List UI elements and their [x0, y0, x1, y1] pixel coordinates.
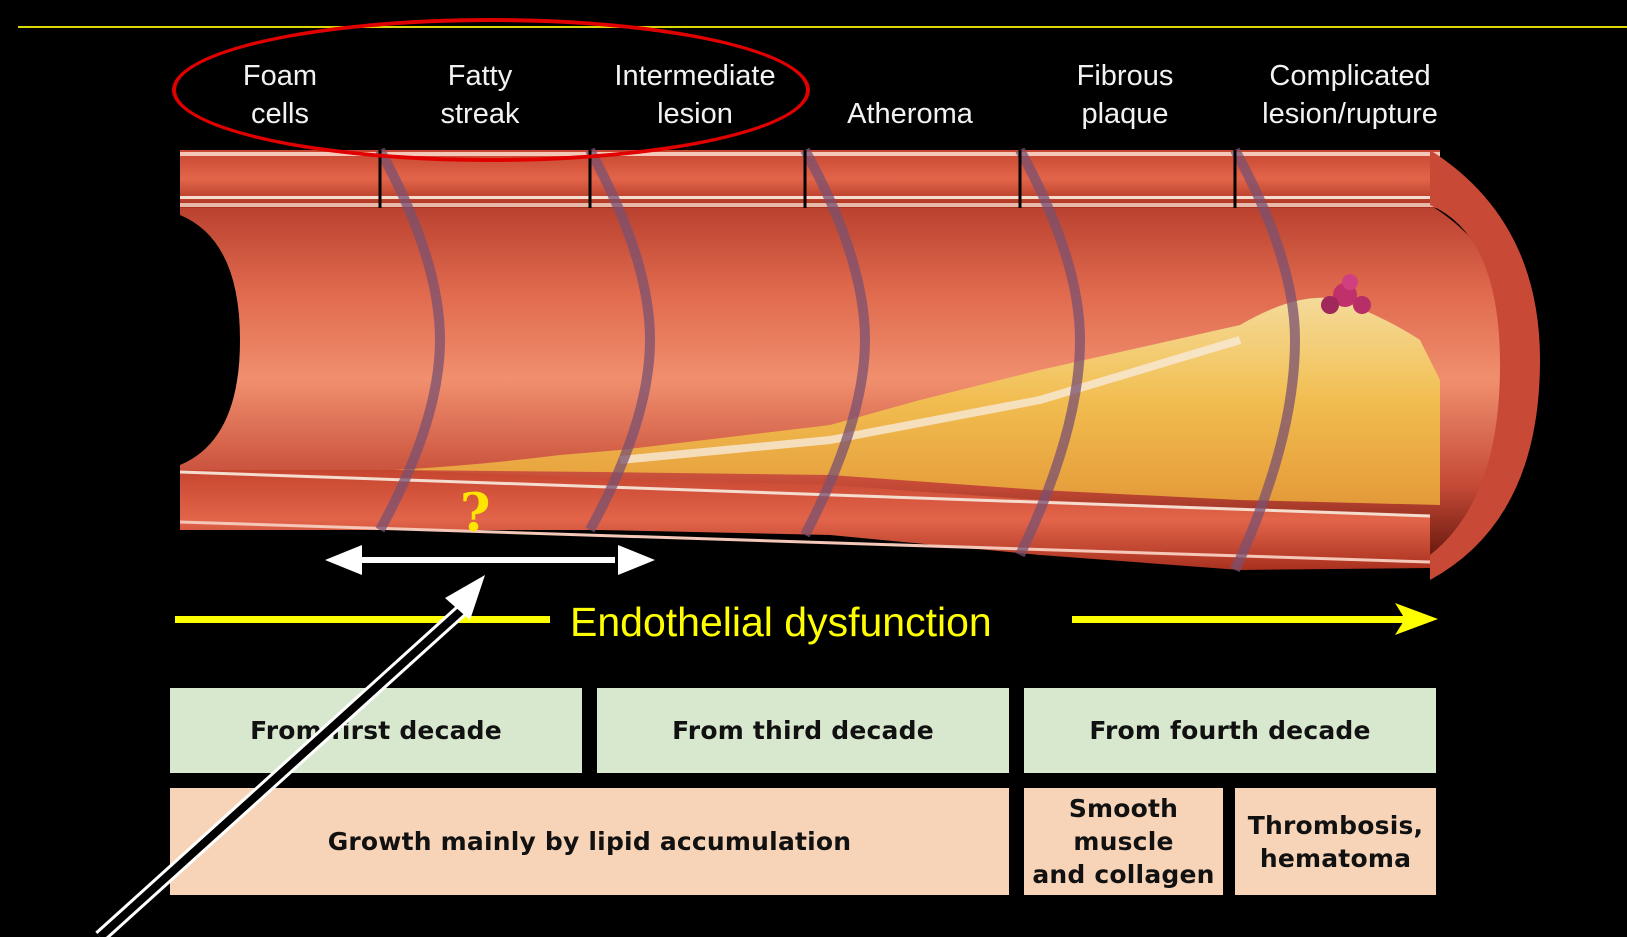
pointer-arrow — [0, 0, 1627, 937]
